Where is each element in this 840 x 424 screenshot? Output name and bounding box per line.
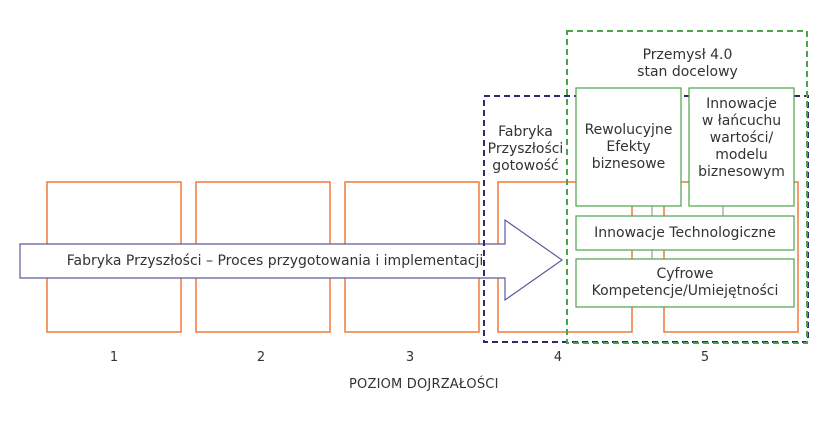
- chain-line3: wartości/: [709, 130, 774, 146]
- digital-box: [575, 258, 795, 308]
- digital-label: Cyfrowe Kompetencje/Umiejętności: [576, 266, 794, 300]
- level-number-4: 4: [553, 350, 563, 365]
- digital-line1: Cyfrowe: [656, 266, 714, 282]
- readiness-line1: Fabryka: [498, 124, 553, 140]
- digital-line2: Kompetencje/Umiejętności: [591, 283, 779, 299]
- chain-line4: modelu: [715, 147, 768, 163]
- tech-box: [575, 215, 795, 251]
- arrow-label: Fabryka Przyszłości – Proces przygotowan…: [66, 253, 484, 269]
- axis-title: POZIOM DOJRZAŁOŚCI: [349, 377, 499, 392]
- chain-box: [688, 87, 795, 207]
- readiness-line3: gotowość: [492, 158, 559, 174]
- level-number-3: 3: [405, 350, 415, 365]
- chain-line5: biznesowym: [698, 164, 785, 180]
- industry40-title: Przemysł 4.0 stan docelowy: [600, 47, 775, 81]
- tech-label: Innowacje Technologiczne: [576, 225, 794, 242]
- readiness-title: Fabryka Przyszłości gotowość: [478, 124, 573, 175]
- effects-line3: biznesowe: [591, 156, 666, 172]
- industry40-line2: stan docelowy: [637, 64, 738, 80]
- chain-label: Innowacje w łańcuchu wartości/ modelu bi…: [689, 96, 794, 181]
- effects-line2: Efekty: [606, 139, 651, 155]
- level-number-1: 1: [109, 350, 119, 365]
- readiness-line2: Przyszłości: [487, 141, 564, 157]
- chain-line1: Innowacje: [706, 96, 777, 112]
- level-number-2: 2: [256, 350, 266, 365]
- effects-line1: Rewolucyjne: [584, 122, 673, 138]
- chain-line2: w łańcuchu: [701, 113, 782, 129]
- process-arrow: [19, 218, 564, 302]
- effects-box: [575, 87, 682, 207]
- effects-label: Rewolucyjne Efekty biznesowe: [576, 122, 681, 173]
- level-number-5: 5: [700, 350, 710, 365]
- industry40-region: [566, 30, 808, 344]
- industry40-line1: Przemysł 4.0: [642, 47, 733, 63]
- tech-line1: Innowacje Technologiczne: [594, 225, 776, 241]
